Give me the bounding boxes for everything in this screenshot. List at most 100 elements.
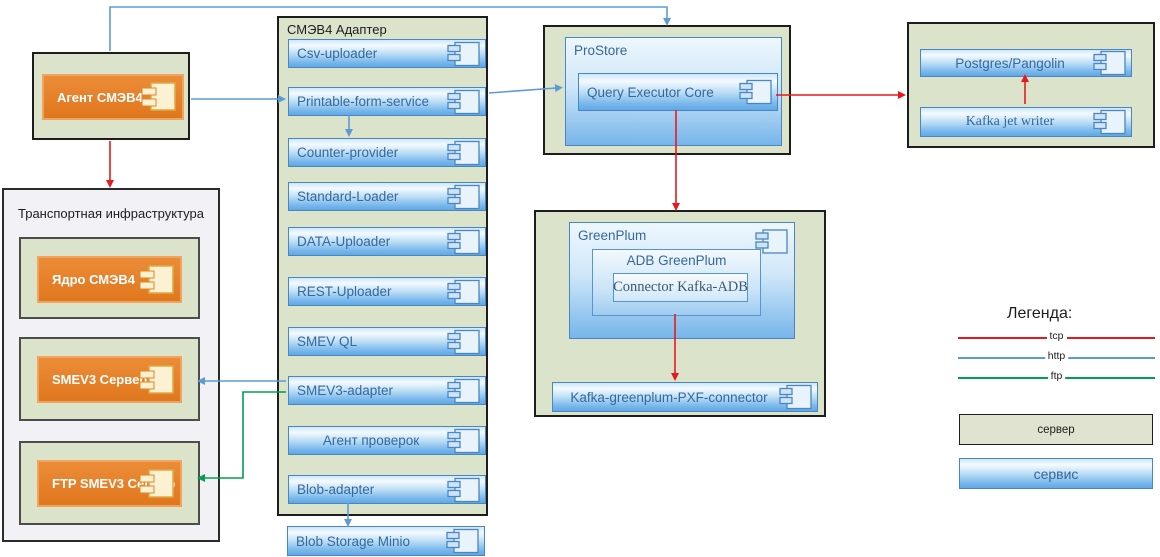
component-icon bbox=[779, 384, 812, 410]
prostore-title: ProStore bbox=[574, 43, 628, 58]
service-query-executor-core[interactable]: Query Executor Core bbox=[578, 73, 778, 111]
service-агент-проверок[interactable]: Агент проверок bbox=[288, 426, 486, 455]
service-postgres-pangolin[interactable]: Postgres/Pangolin bbox=[920, 49, 1132, 77]
server-smev3-server[interactable]: SMEV3 Сервер bbox=[19, 337, 200, 421]
panel-adb-greenplum[interactable]: ADB GreenPlum Connector Kafka-ADB bbox=[592, 249, 761, 316]
server-label: Ядро СМЭВ4 bbox=[52, 272, 136, 287]
component-icon bbox=[447, 229, 480, 254]
component-icon bbox=[447, 477, 480, 502]
postgres-pangolin-label: Postgres/Pangolin bbox=[955, 55, 1065, 71]
component-icon-glyph bbox=[1093, 50, 1126, 76]
component-icon-glyph bbox=[447, 41, 480, 66]
component-icon bbox=[447, 428, 480, 453]
component-icon bbox=[739, 79, 772, 105]
component-icon bbox=[139, 364, 175, 395]
service-kafka-greenplum-pxf-connector[interactable]: Kafka-greenplum-PXF-connector bbox=[552, 382, 818, 412]
query-executor-core-label: Query Executor Core bbox=[587, 84, 714, 100]
service-label: DATA-Uploader bbox=[297, 234, 391, 249]
service-printable-form-service[interactable]: Printable-form-service bbox=[288, 87, 486, 116]
legend-server-label: сервер bbox=[1037, 423, 1075, 436]
service-label: Агент проверок bbox=[322, 433, 420, 448]
server-label: SMEV3 Сервер bbox=[52, 372, 148, 387]
service-label: Blob-adapter bbox=[297, 482, 375, 497]
service-smev3-adapter[interactable]: SMEV3-adapter bbox=[288, 376, 486, 405]
component-icon bbox=[447, 41, 480, 66]
service-rest-uploader[interactable]: REST-Uploader bbox=[288, 277, 486, 306]
service-smev-ql[interactable]: SMEV QL bbox=[288, 327, 486, 356]
component-icon-glyph bbox=[447, 428, 480, 453]
component-icon bbox=[139, 264, 175, 295]
legend-line-label: tcp bbox=[1046, 330, 1067, 342]
server-postgres-cluster[interactable]: Postgres/Pangolin Kafka jet writer bbox=[907, 22, 1155, 148]
agent-smev4-label: Агент СМЭВ4 bbox=[57, 89, 143, 105]
legend-line-label: ftp bbox=[1047, 370, 1066, 382]
component-icon-glyph bbox=[139, 264, 174, 294]
transport-infrastructure-title: Транспортная инфраструктура bbox=[18, 206, 204, 221]
service-standard-loader[interactable]: Standard-Loader bbox=[288, 182, 486, 211]
kafka-greenplum-pxf-connector-label: Kafka-greenplum-PXF-connector bbox=[570, 389, 768, 405]
legend-title: Легенда: bbox=[1007, 305, 1073, 322]
service-blob-storage-minio[interactable]: Blob Storage Minio bbox=[287, 526, 485, 556]
legend-service-label: сервис bbox=[1033, 465, 1079, 482]
component-icon bbox=[446, 528, 479, 554]
kafka-jet-writer-label: Kafka jet writer bbox=[965, 114, 1055, 129]
server-ftp-smev3-server[interactable]: FTP SMEV3 Сервер bbox=[19, 441, 200, 525]
adb-greenplum-label: ADB GreenPlum bbox=[626, 253, 727, 268]
panel-prostore[interactable]: ProStore Query Executor Core bbox=[565, 37, 782, 146]
server-greenplum[interactable]: GreenPlum ADB GreenPlum Connector Kafka-… bbox=[534, 210, 826, 417]
blob-storage-minio-label: Blob Storage Minio bbox=[296, 533, 411, 549]
component-icon-glyph bbox=[139, 468, 174, 498]
service-data-uploader[interactable]: DATA-Uploader bbox=[288, 227, 486, 256]
component-icon-glyph bbox=[779, 384, 812, 410]
service-label: Standard-Loader bbox=[297, 189, 399, 204]
service-kafka-jet-writer[interactable]: Kafka jet writer bbox=[920, 107, 1132, 137]
component-icon bbox=[447, 378, 480, 403]
component-icon-glyph bbox=[1093, 109, 1126, 135]
server-smev4-core[interactable]: Ядро СМЭВ4 bbox=[19, 237, 200, 319]
component-icon-glyph bbox=[447, 140, 480, 165]
component-icon-glyph bbox=[139, 364, 174, 394]
component-icon bbox=[447, 184, 480, 209]
service-blob-adapter[interactable]: Blob-adapter bbox=[288, 475, 486, 504]
legend-service-sample: сервис bbox=[959, 458, 1153, 489]
component-icon-glyph bbox=[447, 89, 480, 114]
panel-greenplum[interactable]: GreenPlum ADB GreenPlum Connector Kafka-… bbox=[569, 222, 795, 339]
component[interactable]: FTP SMEV3 Сервер bbox=[37, 460, 182, 507]
component-icon bbox=[1093, 50, 1126, 76]
component-icon-glyph bbox=[141, 82, 176, 111]
component-agent-smev4[interactable]: Агент СМЭВ4 bbox=[42, 74, 184, 120]
service-label: REST-Uploader bbox=[297, 284, 392, 299]
greenplum-title: GreenPlum bbox=[578, 228, 647, 243]
component-icon bbox=[1093, 109, 1126, 135]
server-agent-smev4[interactable]: Агент СМЭВ4 bbox=[32, 52, 190, 140]
component[interactable]: Ядро СМЭВ4 bbox=[37, 256, 182, 303]
legend-lines: tcp http ftp bbox=[958, 329, 1155, 389]
service-counter-provider[interactable]: Counter-provider bbox=[288, 138, 486, 167]
server-prostore[interactable]: ProStore Query Executor Core bbox=[543, 25, 791, 155]
service-label: SMEV3-adapter bbox=[297, 383, 394, 398]
component-icon-glyph bbox=[447, 378, 480, 403]
legend-line-tcp: tcp bbox=[958, 329, 1155, 349]
component-icon-glyph bbox=[447, 477, 480, 502]
component-icon-glyph bbox=[447, 184, 480, 209]
service-label: SMEV QL bbox=[297, 334, 358, 349]
service-label: Printable-form-service bbox=[297, 94, 430, 109]
legend-line-label: http bbox=[1044, 350, 1069, 362]
component-icon-glyph bbox=[755, 229, 788, 254]
component-icon bbox=[447, 329, 480, 354]
component[interactable]: SMEV3 Сервер bbox=[37, 356, 182, 403]
component-icon bbox=[447, 89, 480, 114]
service-label: Csv-uploader bbox=[297, 46, 378, 61]
service-csv-uploader[interactable]: Csv-uploader bbox=[288, 39, 486, 68]
component-icon bbox=[141, 82, 177, 112]
component-icon-glyph bbox=[447, 329, 480, 354]
component-icon bbox=[139, 468, 175, 499]
component-icon bbox=[447, 279, 480, 304]
connector-kafka-adb-label: Connector Kafka-ADB bbox=[613, 279, 748, 295]
component-icon bbox=[755, 229, 788, 254]
component-connector-kafka-adb[interactable]: Connector Kafka-ADB bbox=[613, 273, 748, 302]
